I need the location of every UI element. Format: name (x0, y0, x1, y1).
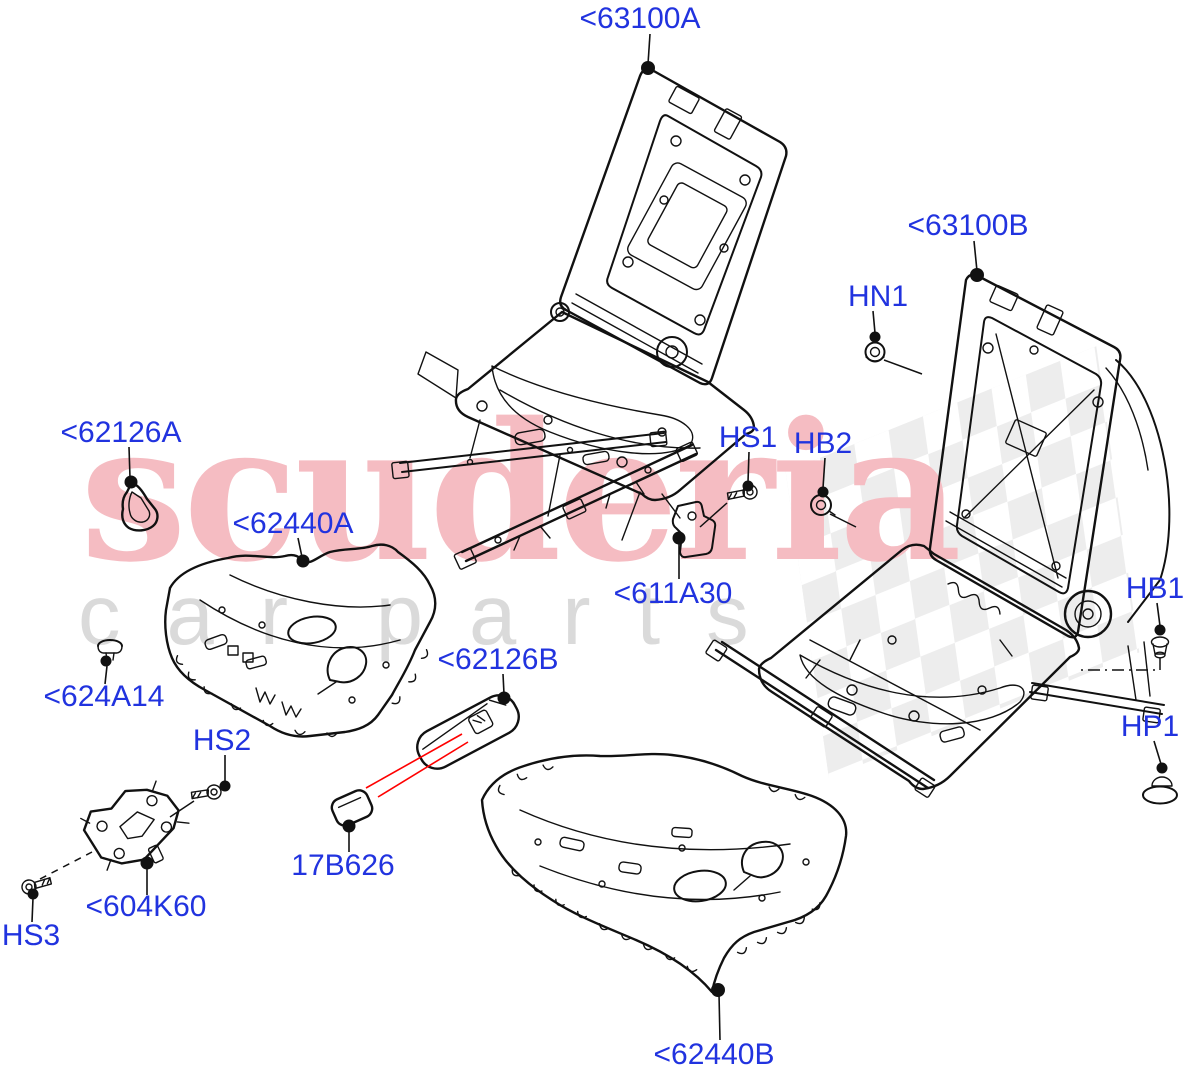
part-label-63100A[interactable]: <63100A (579, 2, 701, 35)
red-guide-line-1 (365, 733, 463, 789)
attachment-dot-HP1 (1156, 762, 1168, 774)
leader-HS3 (27, 888, 39, 923)
part-label-62126A[interactable]: <62126A (60, 416, 182, 449)
leader-HB2 (817, 457, 829, 498)
bracket-604K60-drawing (80, 780, 190, 871)
attachment-dot-611A30 (672, 531, 686, 545)
leader-62440A (296, 537, 310, 568)
attachment-dot-HS2 (219, 780, 231, 792)
attachment-dot-62440A (296, 554, 310, 568)
attachment-dot-62126A (124, 475, 138, 489)
cushion-pan-62440A-drawing (164, 543, 437, 738)
plug-624A14-drawing (97, 639, 123, 661)
screw-HS2-icon (189, 779, 224, 805)
plug-HP1-icon (1142, 776, 1178, 805)
part-label-611A30[interactable]: <611A30 (613, 577, 733, 610)
attachment-dot-HS3 (27, 888, 39, 900)
leader-HS1 (742, 451, 754, 492)
leader-62126B (497, 673, 511, 705)
leader-63100B (970, 240, 984, 282)
callout-leader-overlay (27, 33, 1168, 1041)
attachment-dot-17B626 (342, 819, 356, 833)
red-guide-line-2 (377, 741, 469, 798)
attachment-dot-62440B (711, 983, 725, 997)
part-label-62440B[interactable]: <62440B (653, 1038, 775, 1071)
pad-17B626-drawing (330, 789, 374, 827)
screw-HS1-icon (725, 480, 759, 505)
bracket-611A30-drawing (671, 500, 717, 559)
assembly-line-HB2-axis (829, 513, 857, 528)
leader-HS2 (219, 755, 231, 792)
leader-63100A (641, 33, 655, 75)
part-label-HB1[interactable]: HB1 (1125, 572, 1185, 605)
assembly-line-HN1-axis (883, 359, 923, 375)
attachment-dot-62126B (497, 691, 511, 705)
assembly-line-HB1-elbow (1080, 658, 1161, 671)
assembly-line-HS2-axis (169, 800, 195, 818)
attachment-dot-HN1 (869, 331, 881, 343)
part-label-HP1[interactable]: HP1 (1120, 710, 1180, 743)
leader-62440B (711, 983, 725, 1041)
leader-604K60 (140, 856, 154, 895)
leader-62126A (124, 446, 138, 489)
attachment-dot-604K60 (140, 856, 154, 870)
leader-611A30 (672, 531, 686, 579)
leader-624A14 (100, 655, 112, 685)
hook-62126A-drawing (121, 482, 159, 532)
attachment-dot-HS1 (742, 480, 754, 492)
brand-subtext-watermark: car parts (78, 568, 795, 663)
leader-HB1 (1154, 602, 1166, 636)
part-label-HS3[interactable]: HS3 (1, 919, 61, 952)
cushion-pan-62440B-drawing (480, 752, 848, 994)
part-label-62126B[interactable]: <62126B (437, 643, 559, 676)
nut-HN1-icon (864, 341, 886, 363)
attachment-dot-624A14 (100, 655, 112, 667)
assembly-line-HS3-axis (39, 851, 93, 880)
part-label-17B626[interactable]: 17B626 (291, 849, 395, 882)
part-label-HS2[interactable]: HS2 (192, 724, 252, 757)
part-label-624A14[interactable]: <624A14 (43, 680, 165, 713)
leader-HN1 (869, 310, 881, 343)
seat-frame-right-63100B-drawing (705, 273, 1171, 798)
leader-17B626 (342, 819, 356, 852)
seat-frame-left-63100A-drawing (391, 67, 788, 570)
part-label-604K60[interactable]: <604K60 (85, 890, 207, 923)
attachment-dot-63100B (970, 268, 984, 282)
part-label-HN1[interactable]: HN1 (847, 280, 909, 313)
bolt-HB2-icon (810, 494, 836, 516)
part-label-HB2[interactable]: HB2 (793, 427, 853, 460)
attachment-dot-63100A (641, 61, 655, 75)
attachment-dot-HB1 (1154, 624, 1166, 636)
attachment-dot-HB2 (817, 486, 829, 498)
part-label-HS1[interactable]: HS1 (718, 421, 778, 454)
leader-HP1 (1153, 740, 1168, 774)
part-label-62440A[interactable]: <62440A (232, 507, 354, 540)
part-label-63100B[interactable]: <63100B (907, 209, 1029, 242)
bolt-HB1-icon (1150, 636, 1170, 659)
assembly-line-HS1-axis (699, 502, 728, 528)
brand-watermark: scuderia (80, 381, 962, 604)
